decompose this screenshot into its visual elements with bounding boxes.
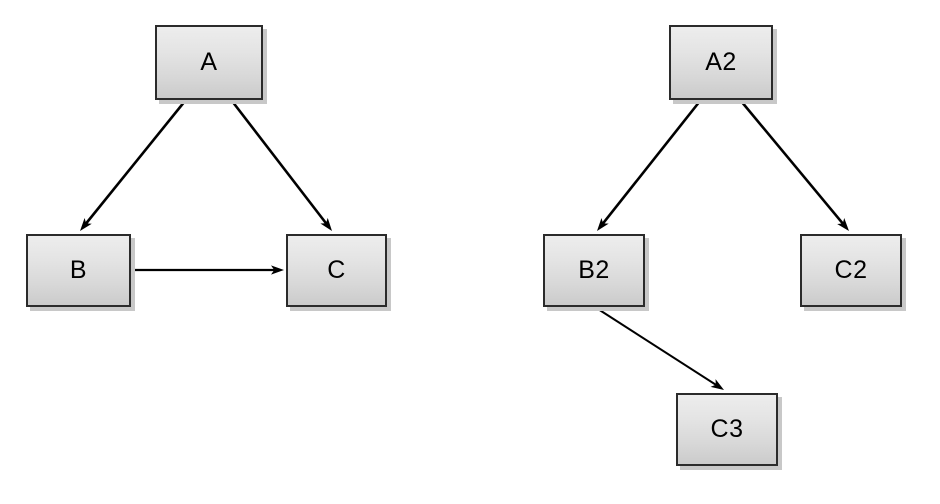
edge-a-to-b (80, 100, 187, 231)
edge-line (601, 100, 702, 225)
edge-line (740, 100, 845, 225)
node-label-c: C (327, 256, 346, 284)
node-label-a: A (200, 48, 218, 76)
edge-b-to-c (132, 265, 284, 275)
node-c3[interactable]: C3 (676, 393, 778, 466)
node-label-c2: C2 (834, 256, 868, 284)
edge-line (230, 100, 328, 225)
arrowhead-icon (320, 217, 332, 231)
arrowhead-icon (80, 217, 92, 231)
node-b2[interactable]: B2 (543, 234, 645, 307)
edge-a2-to-b2 (597, 100, 702, 231)
node-a2[interactable]: A2 (669, 25, 773, 100)
node-label-b2: B2 (578, 256, 610, 284)
node-a[interactable]: A (155, 25, 263, 100)
edge-b2-to-c3 (597, 308, 724, 390)
arrowhead-icon (837, 218, 849, 231)
node-b[interactable]: B (26, 234, 131, 307)
arrowhead-icon (271, 265, 284, 275)
edge-a-to-c (230, 100, 332, 231)
edge-a2-to-c2 (740, 100, 849, 231)
edge-line (597, 308, 717, 386)
node-label-b: B (69, 256, 88, 284)
edge-line (84, 100, 187, 225)
arrowhead-icon (710, 379, 724, 390)
node-c2[interactable]: C2 (800, 234, 902, 307)
arrowhead-icon (597, 217, 609, 231)
node-label-c3: C3 (710, 415, 744, 443)
node-label-a2: A2 (705, 48, 737, 76)
node-c[interactable]: C (286, 234, 387, 307)
